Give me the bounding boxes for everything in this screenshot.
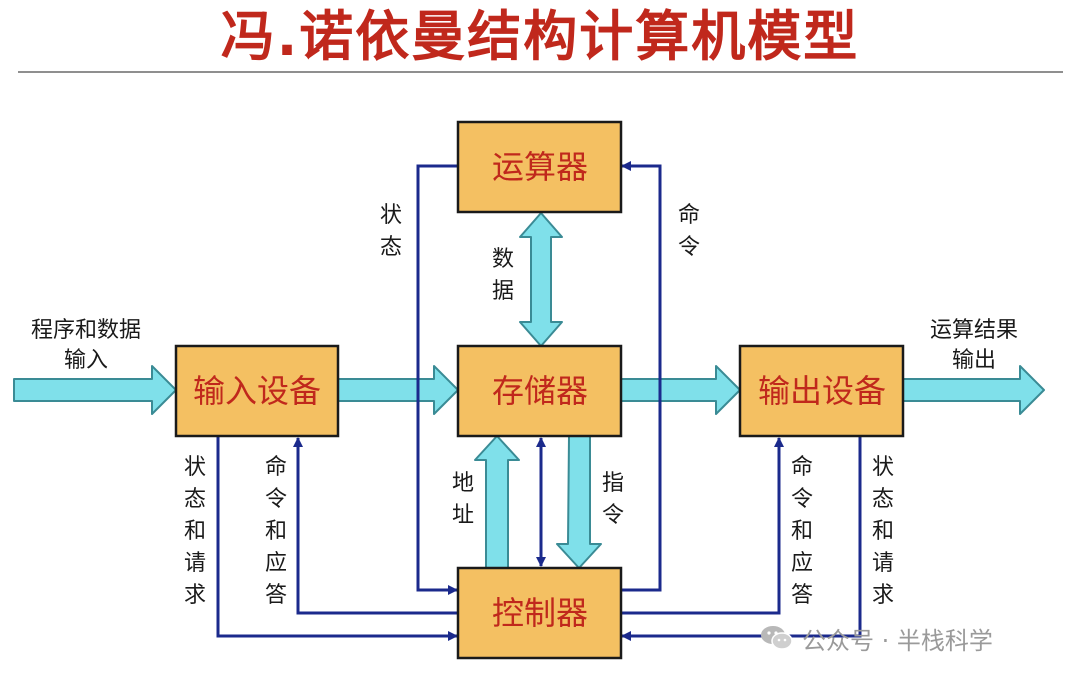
input-command-response-label: 命 令 和 应 答: [265, 455, 287, 608]
instruction-char-2: 令: [602, 503, 624, 528]
program-data-input-label-line1: 程序和数据: [31, 318, 141, 343]
in-status-char-4: 请: [184, 551, 206, 576]
line-output-status-request: [621, 436, 862, 641]
in-status-char-5: 求: [184, 583, 206, 608]
output-status-request-label: 状 态 和 请 求: [872, 455, 894, 608]
watermark: 公众号 · 半栈科学: [760, 620, 993, 656]
out-status-char-4: 请: [872, 551, 894, 576]
address-char-1: 地: [452, 471, 474, 496]
input-device-label: 输入设备: [193, 372, 321, 410]
arrow-instruction: [556, 435, 602, 569]
in-cmd-char-5: 答: [265, 583, 287, 608]
page-title: 冯.诺依曼结构计算机模型: [220, 5, 860, 68]
line-input-status-request: [216, 436, 458, 641]
output-device-label: 输出设备: [758, 372, 886, 410]
in-cmd-char-2: 令: [265, 487, 287, 512]
command-top-char-2: 令: [678, 235, 700, 260]
input-status-request-label: 状 态 和 请 求: [184, 455, 206, 608]
status-top-char-1: 状: [380, 203, 402, 228]
out-cmd-char-3: 和: [791, 519, 813, 544]
alu-label: 运算器: [492, 148, 588, 186]
wechat-icon: [760, 624, 794, 652]
arrow-output-result: [902, 365, 1045, 415]
command-top-char-1: 命: [678, 203, 700, 228]
line-input-command-response: [293, 437, 458, 615]
thick-arrows: [13, 212, 1045, 569]
command-top-label: 命 令: [678, 203, 700, 260]
program-data-input-label-line2: 输入: [64, 348, 108, 373]
line-command-control-to-alu: [621, 161, 662, 592]
in-cmd-char-1: 命: [265, 455, 287, 480]
watermark-text: 公众号 · 半栈科学: [802, 626, 993, 655]
data-char-1: 数: [492, 247, 514, 272]
input-device-box: [174, 344, 340, 438]
control-box: [456, 566, 623, 660]
output-command-response-label: 命 令 和 应 答: [791, 455, 813, 608]
out-cmd-char-1: 命: [791, 455, 813, 480]
address-label: 地 址: [452, 471, 474, 528]
arrow-input-to-memory: [337, 365, 459, 415]
data-label: 数 据: [492, 247, 514, 304]
arrow-address: [474, 435, 520, 569]
memory-label: 存储器: [492, 372, 588, 410]
result-output-label-line2: 输出: [952, 348, 996, 373]
result-output-label-line1: 运算结果: [930, 318, 1018, 343]
out-status-char-3: 和: [872, 519, 894, 544]
out-cmd-char-2: 令: [791, 487, 813, 512]
line-output-command-response: [621, 437, 784, 615]
in-status-char-3: 和: [184, 519, 206, 544]
out-status-char-5: 求: [872, 583, 894, 608]
arrow-program-input: [13, 365, 177, 415]
instruction-char-1: 指: [602, 471, 624, 496]
output-device-box: [738, 344, 905, 438]
status-top-label: 状 态: [380, 203, 402, 260]
thin-lines: [216, 161, 862, 641]
out-cmd-char-5: 答: [791, 583, 813, 608]
address-char-2: 址: [452, 503, 474, 528]
instruction-label: 指 令: [602, 471, 624, 528]
status-top-char-2: 态: [380, 235, 402, 260]
alu-box: [456, 120, 623, 214]
line-status-alu-to-control: [416, 164, 458, 595]
in-status-char-1: 状: [184, 455, 206, 480]
in-status-char-2: 态: [184, 487, 206, 512]
control-label: 控制器: [492, 594, 588, 632]
out-cmd-char-4: 应: [791, 551, 813, 576]
arrow-data-bidirectional: [519, 212, 563, 347]
data-char-2: 据: [492, 279, 514, 304]
in-cmd-char-3: 和: [265, 519, 287, 544]
arrow-memory-to-output: [620, 365, 741, 415]
out-status-char-2: 态: [872, 487, 894, 512]
memory-box: [456, 344, 623, 438]
out-status-char-1: 状: [872, 455, 894, 480]
in-cmd-char-4: 应: [265, 551, 287, 576]
title-divider: [18, 71, 1063, 73]
